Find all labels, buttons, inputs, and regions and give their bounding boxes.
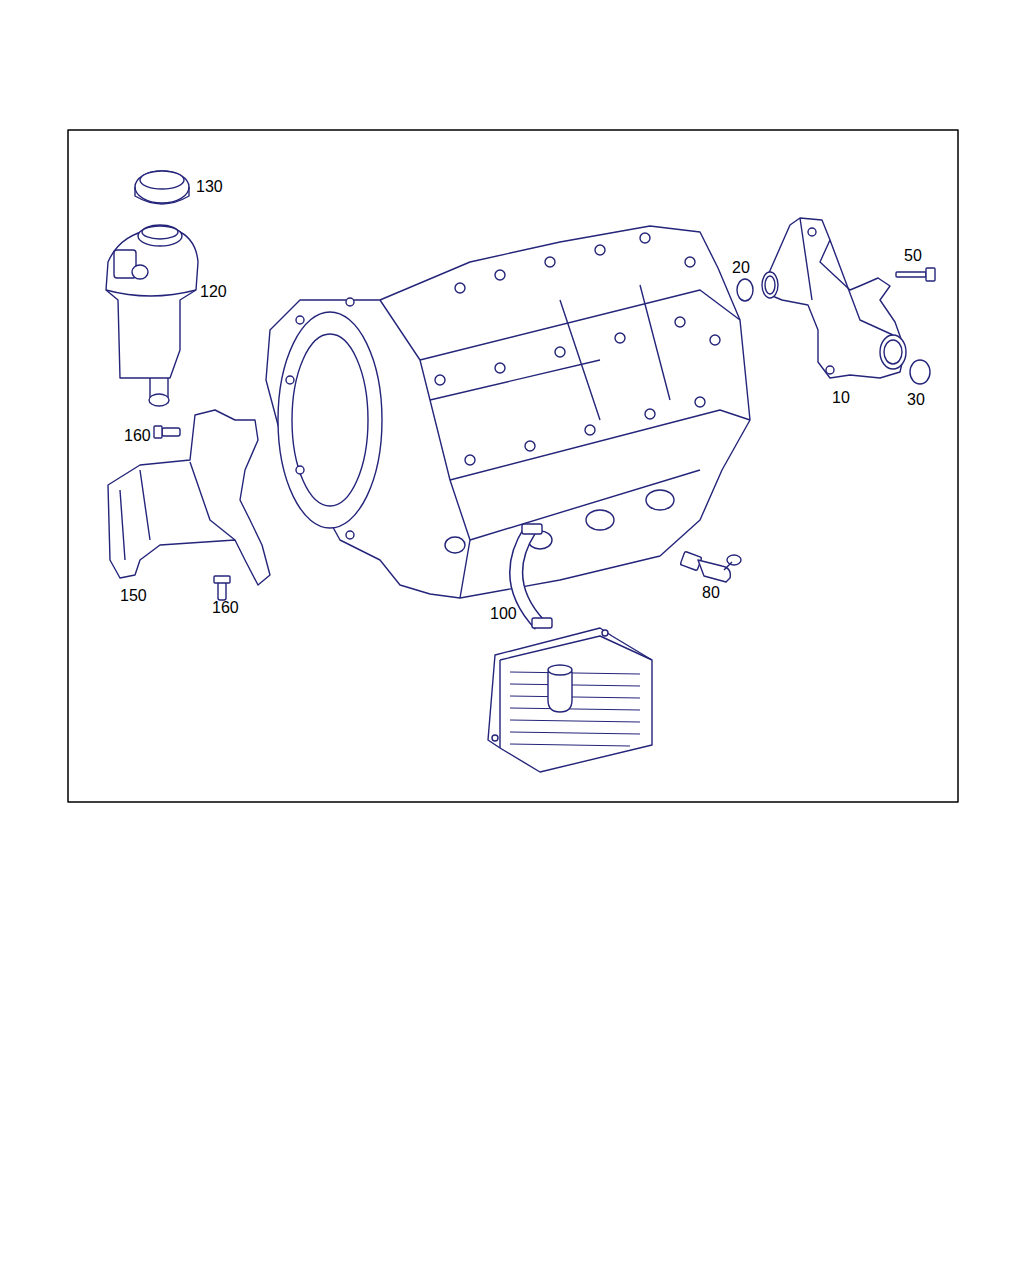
callout-number: 150 — [120, 588, 147, 604]
callout-number: 80 — [702, 585, 720, 601]
callout-number: 50 — [904, 248, 922, 264]
callout-number: 10 — [832, 390, 850, 406]
callout-number: 120 — [200, 284, 227, 300]
sensor — [680, 551, 741, 582]
callout-number: 30 — [907, 392, 925, 408]
callout-number: 160 — [124, 428, 151, 444]
oil-cooler — [488, 524, 652, 772]
frame — [68, 130, 958, 802]
coolant-housing — [737, 218, 935, 384]
callout-number: 100 — [490, 606, 517, 622]
bracket — [108, 410, 270, 600]
callout-number: 130 — [196, 179, 223, 195]
callout-number: 20 — [732, 260, 750, 276]
callout-number: 160 — [212, 600, 239, 616]
expansion-tank — [106, 171, 198, 406]
cylinder-head — [266, 226, 750, 598]
